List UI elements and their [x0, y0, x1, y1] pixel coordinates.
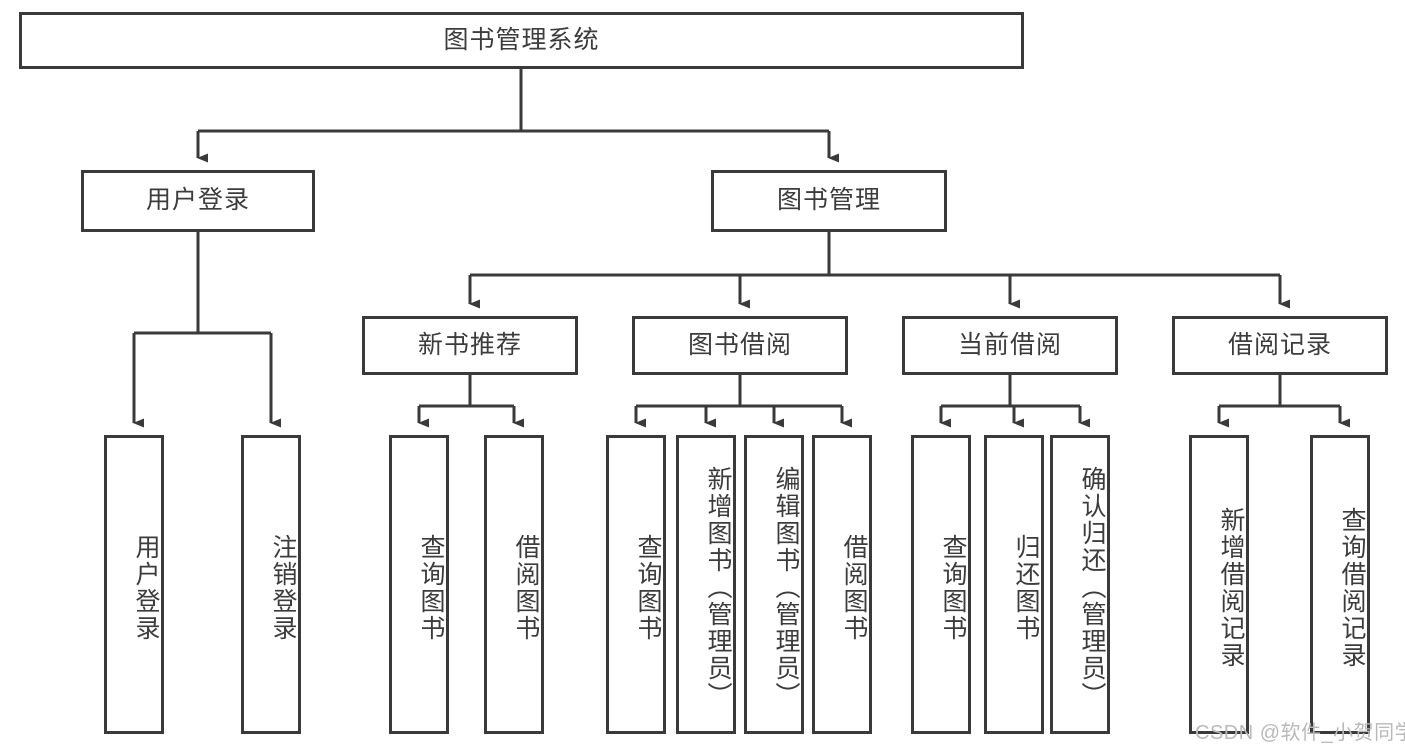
leaf-label: 新增借阅记录 — [1217, 506, 1245, 669]
leaf-label: 编辑图书（管理员） — [772, 466, 800, 709]
leaf-user-logout[interactable]: 注销登录 — [241, 435, 301, 734]
leaf-label: 借阅图书 — [840, 533, 868, 642]
leaf-borrow-book[interactable]: 借阅图书 — [812, 435, 872, 734]
leaf-borrow-book-recommend[interactable]: 借阅图书 — [484, 435, 544, 734]
leaf-label: 新增图书（管理员） — [704, 466, 732, 709]
leaf-confirm-return-admin[interactable]: 确认归还（管理员） — [1050, 435, 1110, 734]
leaf-add-borrow-record[interactable]: 新增借阅记录 — [1189, 435, 1249, 734]
leaf-label: 确认归还（管理员） — [1078, 466, 1106, 709]
leaf-query-book-current[interactable]: 查询图书 — [911, 435, 971, 734]
leaf-label: 注销登录 — [269, 533, 297, 642]
leaf-label: 查询图书 — [634, 533, 662, 642]
node-borrow-record[interactable]: 借阅记录 — [1172, 316, 1388, 375]
leaf-label: 借阅图书 — [512, 533, 540, 642]
leaf-user-login[interactable]: 用户登录 — [104, 435, 164, 734]
leaf-label: 归还图书 — [1012, 533, 1040, 642]
node-user-login[interactable]: 用户登录 — [81, 170, 315, 232]
node-root-system[interactable]: 图书管理系统 — [19, 12, 1024, 69]
node-book-manage[interactable]: 图书管理 — [711, 170, 947, 232]
leaf-query-borrow-record[interactable]: 查询借阅记录 — [1310, 435, 1370, 734]
leaf-return-book[interactable]: 归还图书 — [984, 435, 1044, 734]
leaf-query-book-recommend[interactable]: 查询图书 — [389, 435, 449, 734]
leaf-query-book-borrow[interactable]: 查询图书 — [606, 435, 666, 734]
node-book-borrow[interactable]: 图书借阅 — [632, 316, 848, 375]
node-current-borrow[interactable]: 当前借阅 — [902, 316, 1118, 375]
leaf-label: 查询图书 — [939, 533, 967, 642]
leaf-add-book-admin[interactable]: 新增图书（管理员） — [676, 435, 736, 734]
leaf-label: 查询图书 — [417, 533, 445, 642]
node-new-book-recommend[interactable]: 新书推荐 — [362, 316, 578, 375]
leaf-edit-book-admin[interactable]: 编辑图书（管理员） — [744, 435, 804, 734]
leaf-label: 用户登录 — [132, 533, 160, 642]
leaf-label: 查询借阅记录 — [1338, 506, 1366, 669]
csdn-watermark: CSDN @软件_小贺同学 — [1195, 722, 1405, 744]
